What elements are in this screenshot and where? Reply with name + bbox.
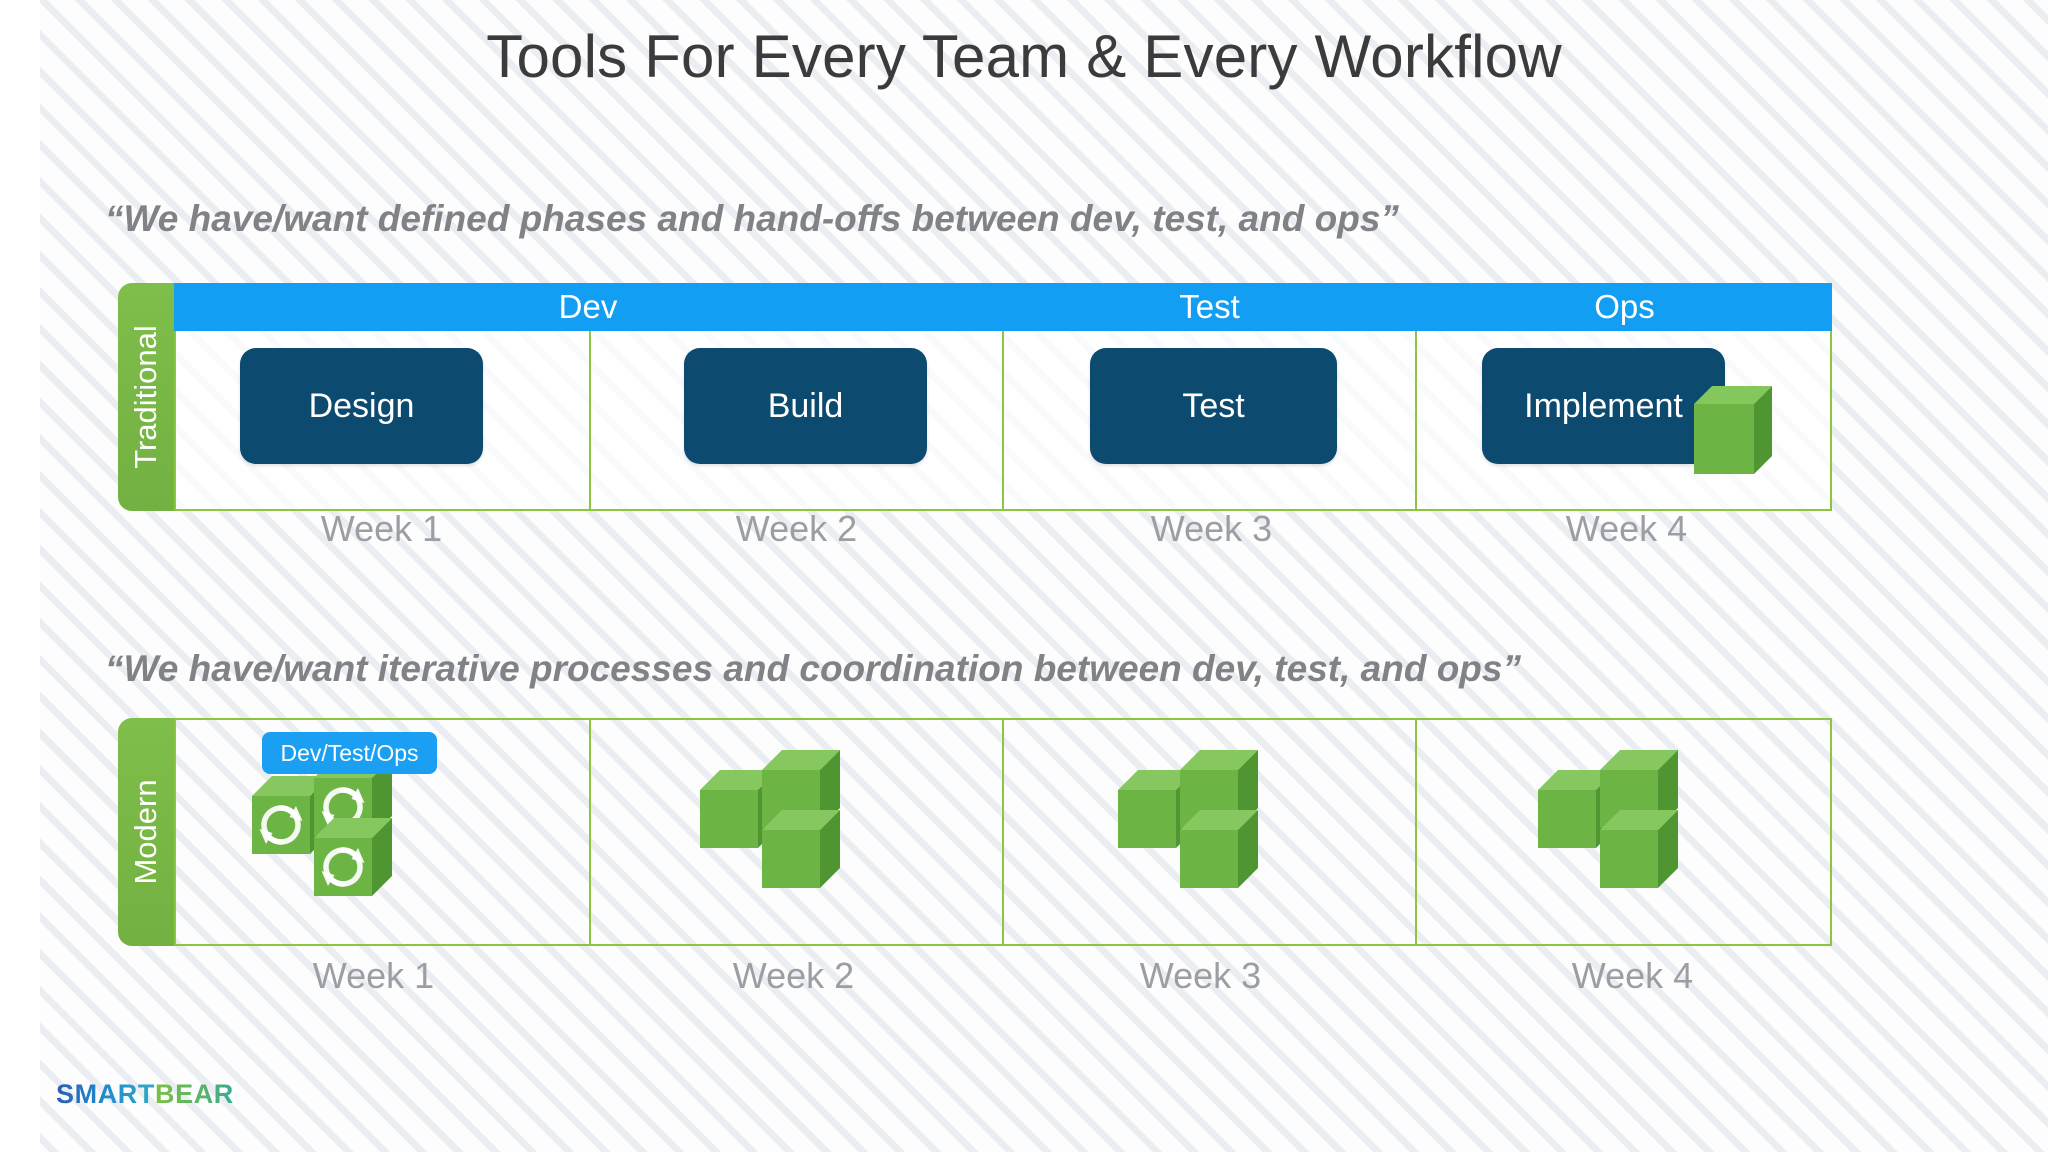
phase-box-design[interactable]: Design [240,348,483,464]
traditional-cube [1694,382,1790,482]
logo-text-smart: SMART [56,1079,155,1109]
logo-text-bear: BEAR [155,1079,234,1109]
modern-quote: “We have/want iterative processes and co… [105,648,1521,689]
traditional-quote: “We have/want defined phases and hand-of… [105,198,1399,239]
traditional-tab: Traditional [118,283,174,511]
modern-col-divider-1 [589,720,591,944]
modern-cube-cluster-week2 [700,742,885,917]
traditional-week-label-4: Week 4 [1565,508,1688,549]
traditional-col-divider-2 [1002,285,1004,509]
modern-timeline-body [174,718,1832,946]
phase-box-build[interactable]: Build [684,348,927,464]
phase-box-implement[interactable]: Implement [1482,348,1725,464]
modern-week-label-1: Week 1 [312,955,435,996]
modern-col-divider-3 [1415,720,1417,944]
modern-tab-label: Modern [128,779,163,885]
phase-box-test[interactable]: Test [1090,348,1337,464]
traditional-col-divider-3 [1415,285,1417,509]
modern-week-label-4: Week 4 [1571,955,1694,996]
smartbear-logo: SMARTBEAR [56,1079,234,1110]
modern-col-divider-2 [1002,720,1004,944]
traditional-week-label-2: Week 2 [735,508,858,549]
modern-section: Modern [118,718,1832,946]
dev-test-ops-badge[interactable]: Dev/Test/Ops [262,732,437,774]
modern-cube-cluster-week3 [1118,742,1303,917]
traditional-col-divider-1 [589,285,591,509]
phase-header-bar: Dev Test Ops [174,283,1832,331]
modern-tab: Modern [118,718,174,946]
traditional-tab-label: Traditional [128,325,163,469]
phase-label-dev: Dev [558,288,618,325]
phase-label-ops: Ops [1594,288,1655,325]
modern-week-label-3: Week 3 [1139,955,1262,996]
phase-label-test: Test [1179,288,1240,325]
traditional-week-label-1: Week 1 [320,508,443,549]
page-title: Tools For Every Team & Every Workflow [486,23,1562,90]
modern-week-label-2: Week 2 [732,955,855,996]
modern-cube-cluster-week4 [1538,742,1723,917]
traditional-week-label-3: Week 3 [1150,508,1273,549]
modern-cube-cluster-week1 [252,756,437,916]
